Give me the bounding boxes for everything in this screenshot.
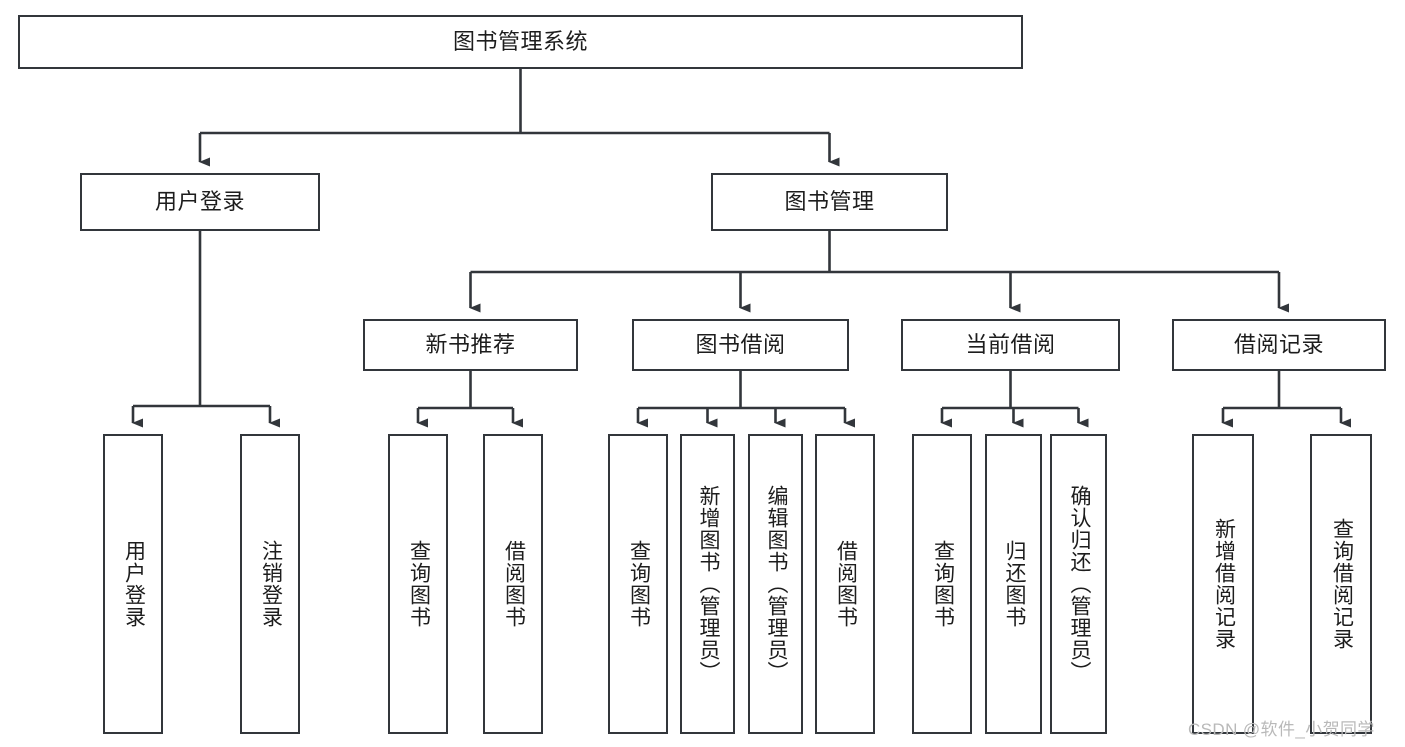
node-new-book-recommend[interactable]: 新书推荐 bbox=[363, 319, 578, 371]
node-borrow-record[interactable]: 借阅记录 bbox=[1172, 319, 1386, 371]
node-leaf-query-book-1[interactable]: 查询图书 bbox=[388, 434, 448, 734]
node-book-borrow[interactable]: 图书借阅 bbox=[632, 319, 849, 371]
node-label: 归还图书 bbox=[1002, 540, 1026, 628]
node-label: 借阅图书 bbox=[834, 540, 858, 628]
node-leaf-add-book[interactable]: 新增图书（管理员） bbox=[680, 434, 735, 734]
node-label: 查询图书 bbox=[407, 540, 431, 628]
node-label: 图书管理系统 bbox=[452, 28, 588, 54]
node-label: 借阅记录 bbox=[1233, 331, 1324, 357]
node-leaf-confirm-return[interactable]: 确认归还（管理员） bbox=[1050, 434, 1107, 734]
node-label: 借阅图书 bbox=[502, 540, 526, 628]
node-leaf-query-book-2[interactable]: 查询图书 bbox=[608, 434, 668, 734]
node-leaf-user-login[interactable]: 用户登录 bbox=[103, 434, 163, 734]
node-root[interactable]: 图书管理系统 bbox=[18, 15, 1023, 69]
node-label: 注销登录 bbox=[259, 540, 283, 628]
node-leaf-borrow-book-1[interactable]: 借阅图书 bbox=[483, 434, 543, 734]
node-user-login[interactable]: 用户登录 bbox=[80, 173, 320, 231]
node-label: 查询借阅记录 bbox=[1330, 518, 1354, 650]
node-label: 当前借阅 bbox=[965, 331, 1056, 357]
node-leaf-edit-book[interactable]: 编辑图书（管理员） bbox=[748, 434, 803, 734]
node-leaf-query-record[interactable]: 查询借阅记录 bbox=[1310, 434, 1372, 734]
node-label: 新增借阅记录 bbox=[1212, 518, 1236, 650]
node-label: 新增图书（管理员） bbox=[696, 485, 720, 683]
node-label: 图书借阅 bbox=[695, 331, 786, 357]
node-leaf-logout[interactable]: 注销登录 bbox=[240, 434, 300, 734]
node-label: 新书推荐 bbox=[425, 331, 516, 357]
node-leaf-add-record[interactable]: 新增借阅记录 bbox=[1192, 434, 1254, 734]
node-current-borrow[interactable]: 当前借阅 bbox=[901, 319, 1120, 371]
node-label: 用户登录 bbox=[122, 540, 146, 628]
node-leaf-borrow-book-2[interactable]: 借阅图书 bbox=[815, 434, 875, 734]
node-label: 确认归还（管理员） bbox=[1067, 485, 1091, 683]
node-label: 图书管理 bbox=[784, 188, 875, 214]
node-label: 查询图书 bbox=[931, 540, 955, 628]
node-leaf-query-book-3[interactable]: 查询图书 bbox=[912, 434, 972, 734]
node-leaf-return-book[interactable]: 归还图书 bbox=[985, 434, 1042, 734]
node-label: 查询图书 bbox=[627, 540, 651, 628]
node-label: 用户登录 bbox=[154, 188, 245, 214]
node-label: 编辑图书（管理员） bbox=[764, 485, 788, 683]
node-book-manage[interactable]: 图书管理 bbox=[711, 173, 948, 231]
